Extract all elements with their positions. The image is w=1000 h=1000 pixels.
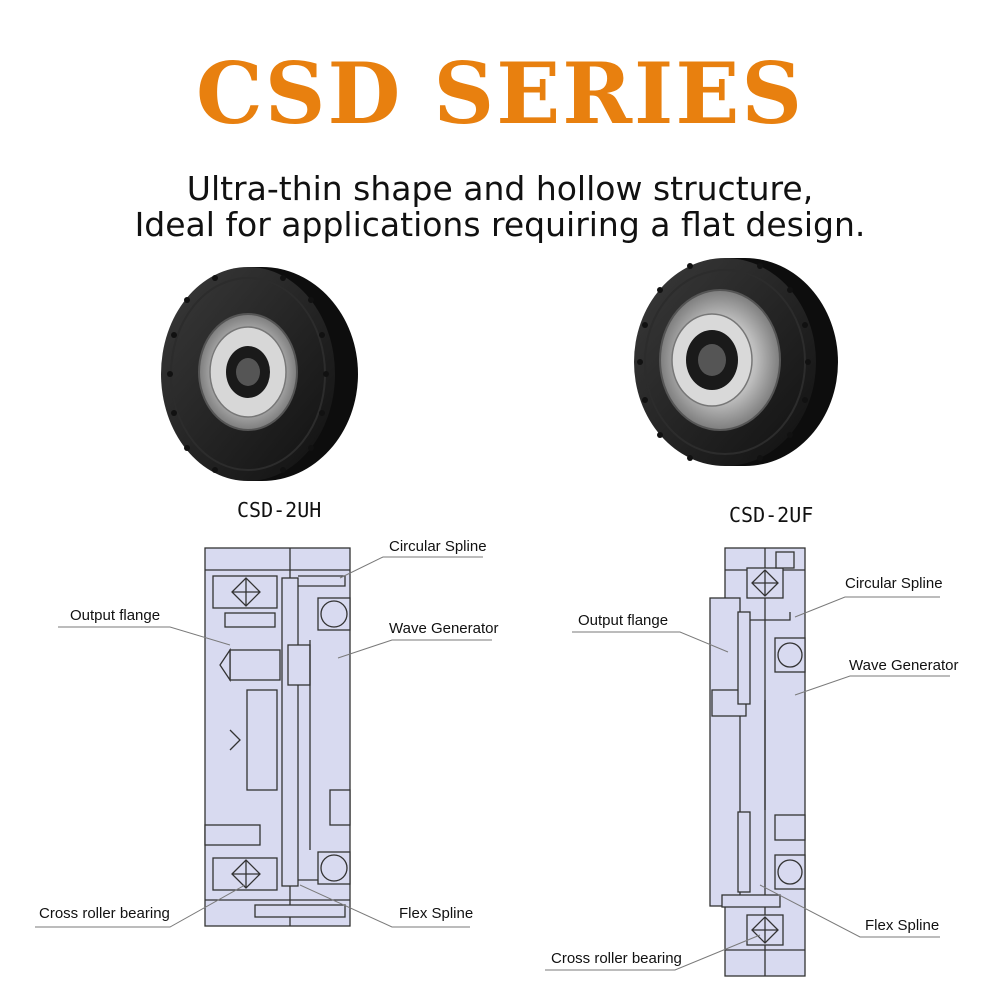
label-wave-generator-2uh: Wave Generator [389, 620, 499, 637]
page-title: CSD SERIES [195, 44, 805, 143]
label-output-flange-2uf: Output flange [578, 612, 669, 629]
csd-2uf-photo [634, 258, 838, 466]
csd-2uh-cross-section [204, 547, 351, 927]
model-name-csd-2uh: CSD-2UH [237, 498, 322, 522]
csd-2uf-leader-lines [545, 596, 950, 971]
label-flex-spline-2uh: Flex Spline [399, 905, 474, 922]
csd-2uh-photo [161, 267, 358, 481]
label-cross-roller-bearing-2uf: Cross roller bearing [551, 950, 682, 967]
label-cross-roller-bearing-2uh: Cross roller bearing [39, 905, 170, 922]
label-output-flange-2uh: Output flange [70, 607, 161, 624]
label-flex-spline-2uf: Flex Spline [865, 917, 940, 934]
csd-2uh-leader-lines [35, 556, 492, 928]
label-wave-generator-2uf: Wave Generator [849, 657, 959, 674]
label-circular-spline-2uh: Circular Spline [389, 538, 487, 555]
label-circular-spline-2uf: Circular Spline [845, 575, 943, 592]
model-name-csd-2uf: CSD-2UF [729, 503, 814, 527]
subtitle-line-2: Ideal for applications requiring a flat … [134, 205, 866, 244]
csd-2uf-cross-section [709, 547, 806, 977]
subtitle-line-1: Ultra-thin shape and hollow structure, [186, 169, 814, 208]
